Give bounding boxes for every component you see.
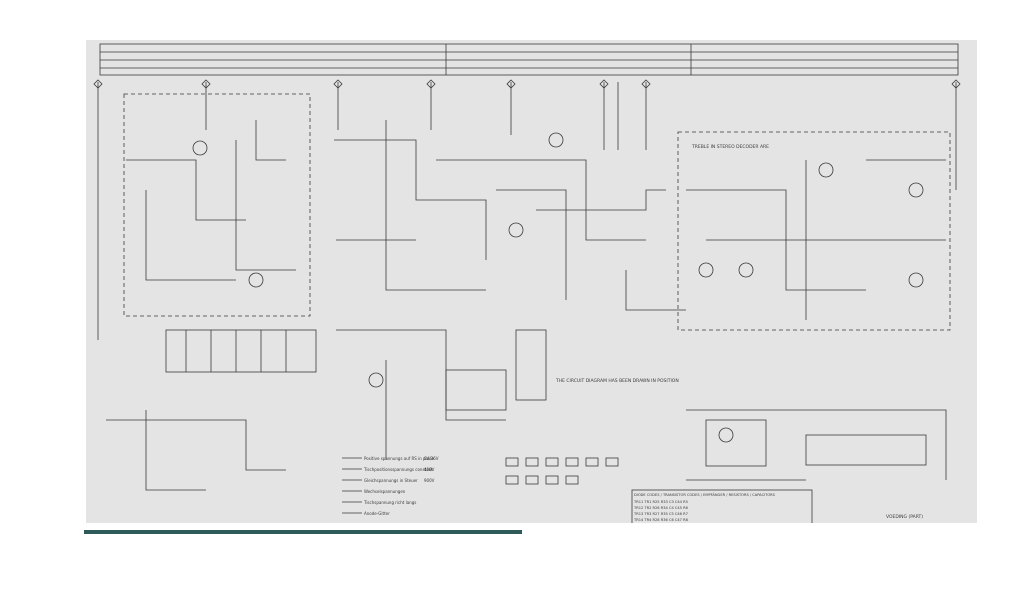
legend-symbols	[342, 457, 362, 514]
circuit-note-text: THE CIRCUIT DIAGRAM HAS BEEN DRAWN IN PO…	[555, 378, 679, 384]
component-table-row: TR12 TR2 R26 R34 C4 C45 R6	[633, 506, 689, 510]
component-table-row: TR13 TR3 R27 R35 C5 C46 R7	[633, 512, 688, 516]
legend-label-4: Wechselspannungen	[364, 489, 406, 494]
schematic-diagram: TREBLE IN STEREO DECODER ARE THE CIRCUIT…	[93, 43, 961, 523]
stereo-decoder-section	[677, 131, 951, 331]
component-table-header: DIODE CODES / TRANSISTOR CODES / EMPFÄNG…	[634, 492, 776, 497]
signal-markers	[93, 79, 961, 89]
component-table-frame	[631, 489, 813, 523]
legend-label-3: Gleichspannungs in Steuer	[364, 478, 418, 483]
transistor-symbols	[192, 132, 924, 443]
legend-value-1: 0V/36V	[424, 456, 439, 461]
legend-value-2: 400V	[424, 467, 435, 472]
legend-label-6: Anode-Gitter	[364, 511, 390, 516]
legend-value-3: 900V	[424, 478, 435, 483]
power-supply-label: VOEDING (PART)	[886, 514, 923, 520]
component-table-row: TR11 TR1 R25 R33 C3 C44 R5	[633, 500, 688, 504]
page-progress-bar	[84, 530, 684, 534]
schematic-sheet	[86, 40, 977, 523]
legend-label-1: Positive spannungs auf RS in pulse	[364, 456, 434, 461]
switch-contacts	[505, 457, 619, 485]
legend-label-5: Tischspannung richt langs	[363, 500, 416, 505]
stereo-note-text: TREBLE IN STEREO DECODER ARE	[691, 144, 769, 150]
legend-label-2: Tischpositionsspannungs constant	[363, 467, 433, 472]
title-block	[99, 43, 959, 76]
component-table-row: TR14 TR4 R28 R36 C6 C47 R8	[633, 518, 689, 522]
tuner-section	[123, 93, 311, 317]
page-progress-fill	[84, 530, 522, 534]
